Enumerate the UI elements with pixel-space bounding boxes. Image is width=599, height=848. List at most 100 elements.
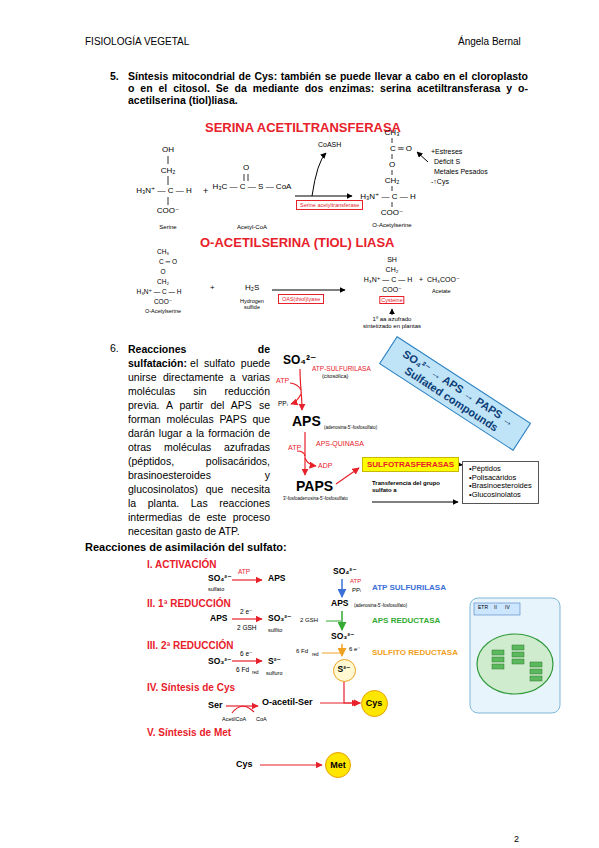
- label: II: [494, 605, 497, 611]
- chloroplast-figure: [470, 598, 560, 713]
- label: APS: [268, 574, 285, 584]
- node-text: •Péptidos: [469, 465, 532, 474]
- label: H₃N⁺ — C — H: [136, 288, 181, 295]
- label: Ser: [208, 700, 223, 710]
- acetyl-bonds: [244, 174, 248, 181]
- label: O-Acetylserine: [372, 222, 411, 229]
- label: IV. Síntesis de Cys: [147, 682, 235, 694]
- label: 3'-fosfoadenosina-5'-fosfosulfato: [283, 496, 348, 501]
- membrane-box: [474, 603, 520, 615]
- label: Cysteine: [380, 297, 403, 303]
- product-circle: Met: [325, 752, 351, 778]
- transfer-arrow: [372, 502, 458, 503]
- label: +: [419, 276, 423, 284]
- reaction-arrow: [295, 196, 352, 197]
- label: ATP: [288, 444, 301, 452]
- label: CoA: [256, 716, 267, 722]
- label: 2 e⁻: [240, 608, 252, 615]
- node-text: S²⁻: [338, 665, 351, 675]
- label: Metales Pesados: [434, 168, 488, 176]
- label: CH₂: [161, 166, 176, 175]
- label: SH: [387, 256, 397, 264]
- label: CH₃COO⁻: [427, 276, 460, 284]
- label: Déficit S: [434, 158, 460, 166]
- label: H₃N⁺ — C — H: [136, 186, 191, 195]
- label: 6 e⁻: [240, 650, 252, 657]
- node-text: Serine acetyltransferase: [300, 202, 359, 208]
- label: ADP: [318, 462, 332, 470]
- step-arrow: [260, 764, 322, 765]
- cell-outline: [470, 598, 560, 713]
- pathway-arrow: [336, 468, 359, 484]
- label: CH₂: [385, 176, 400, 185]
- enzyme-arrow: [341, 579, 343, 597]
- label: SO₃²⁻: [268, 614, 292, 624]
- cofactor-line: [291, 394, 301, 404]
- label: 5.: [110, 70, 119, 82]
- label: +: [210, 283, 215, 292]
- label: O-ACETILSERINA (TIOL) LIASA: [200, 236, 395, 251]
- label: SO₄²⁻: [283, 354, 316, 368]
- cofactor-line: [232, 706, 254, 713]
- label: PAPS: [296, 478, 333, 494]
- callout-arrow: [392, 309, 393, 315]
- pathway-banner: SO₄²⁻ → APS → PAPS → Sulfated compounds: [379, 336, 531, 451]
- node-text: Cys: [366, 698, 383, 708]
- label: PPᵢ: [352, 587, 361, 594]
- label: III. 2ª REDUCCIÓN: [147, 640, 234, 652]
- node-text: OAS(thiol)lyase: [282, 296, 320, 302]
- paragraph-text: el sulfato puede unirse directamente a v…: [128, 357, 270, 537]
- label: red: [252, 670, 259, 675]
- label: OH: [162, 145, 174, 154]
- label: O-Acetylserine: [145, 308, 181, 314]
- node-text: •Glucosinolatos: [469, 491, 532, 500]
- label: ATP: [238, 568, 250, 575]
- label: C ═ O: [390, 144, 412, 153]
- serine-bonds: [168, 156, 169, 205]
- label: I. ACTIVACIÓN: [147, 559, 216, 571]
- label: CH₃: [157, 248, 169, 255]
- enzyme-box: Serine acetyltransferase: [296, 200, 363, 210]
- label: APS: [292, 413, 321, 429]
- label: (adenosina-5'-fosfosulfato): [324, 425, 377, 430]
- label: sulfito: [268, 627, 282, 633]
- label: H₃N⁺ — C — H: [360, 192, 415, 201]
- label: II. 1ª REDUCCIÓN: [147, 598, 231, 610]
- label: FISIOLOGÍA VEGETAL: [85, 36, 189, 48]
- label: 6.: [110, 342, 119, 354]
- cofactor-line: [290, 383, 301, 390]
- label: AcetilCoA: [222, 716, 246, 722]
- label: CH₂: [157, 278, 169, 285]
- label: red: [312, 652, 319, 657]
- label: 2 GSH: [300, 617, 318, 624]
- node-text: Met: [330, 760, 346, 770]
- enzyme-box: SULFOTRASFERASAS: [362, 457, 459, 472]
- callout-arrow: [417, 152, 428, 162]
- label: (citosólica): [322, 373, 348, 379]
- label: SO₄²⁻: [208, 574, 232, 584]
- paragraph: Reacciones de sulfatación:el sulfato pue…: [128, 342, 270, 538]
- label: APS REDUCTASA: [372, 616, 440, 625]
- label: Serine: [159, 224, 176, 231]
- reaction-arrow: [272, 290, 345, 291]
- label: 2: [514, 834, 519, 844]
- label: O-acetil-Ser: [262, 697, 313, 707]
- label: CoASH: [318, 141, 341, 149]
- bond-lines: [168, 138, 392, 207]
- label: ETR: [478, 605, 488, 611]
- label: +: [203, 186, 208, 196]
- label: ATP SULFURILASA: [372, 583, 446, 592]
- label: sulfato: [208, 586, 224, 592]
- label: COO⁻: [154, 298, 172, 305]
- label: ATP: [276, 377, 289, 385]
- cofactor-line: [326, 621, 341, 622]
- label: IV: [505, 605, 510, 611]
- label: Síntesis mitocondrial de Cys: también se…: [128, 70, 528, 106]
- enzyme-box: OAS(thiol)lyase: [278, 294, 324, 304]
- product-circle: S²⁻: [333, 659, 356, 682]
- label: O: [243, 163, 249, 172]
- label: -↑Cys: [431, 178, 449, 186]
- label: SO₄²⁻: [333, 567, 357, 577]
- label: Acetate: [432, 288, 451, 294]
- step-arrow: [232, 618, 262, 619]
